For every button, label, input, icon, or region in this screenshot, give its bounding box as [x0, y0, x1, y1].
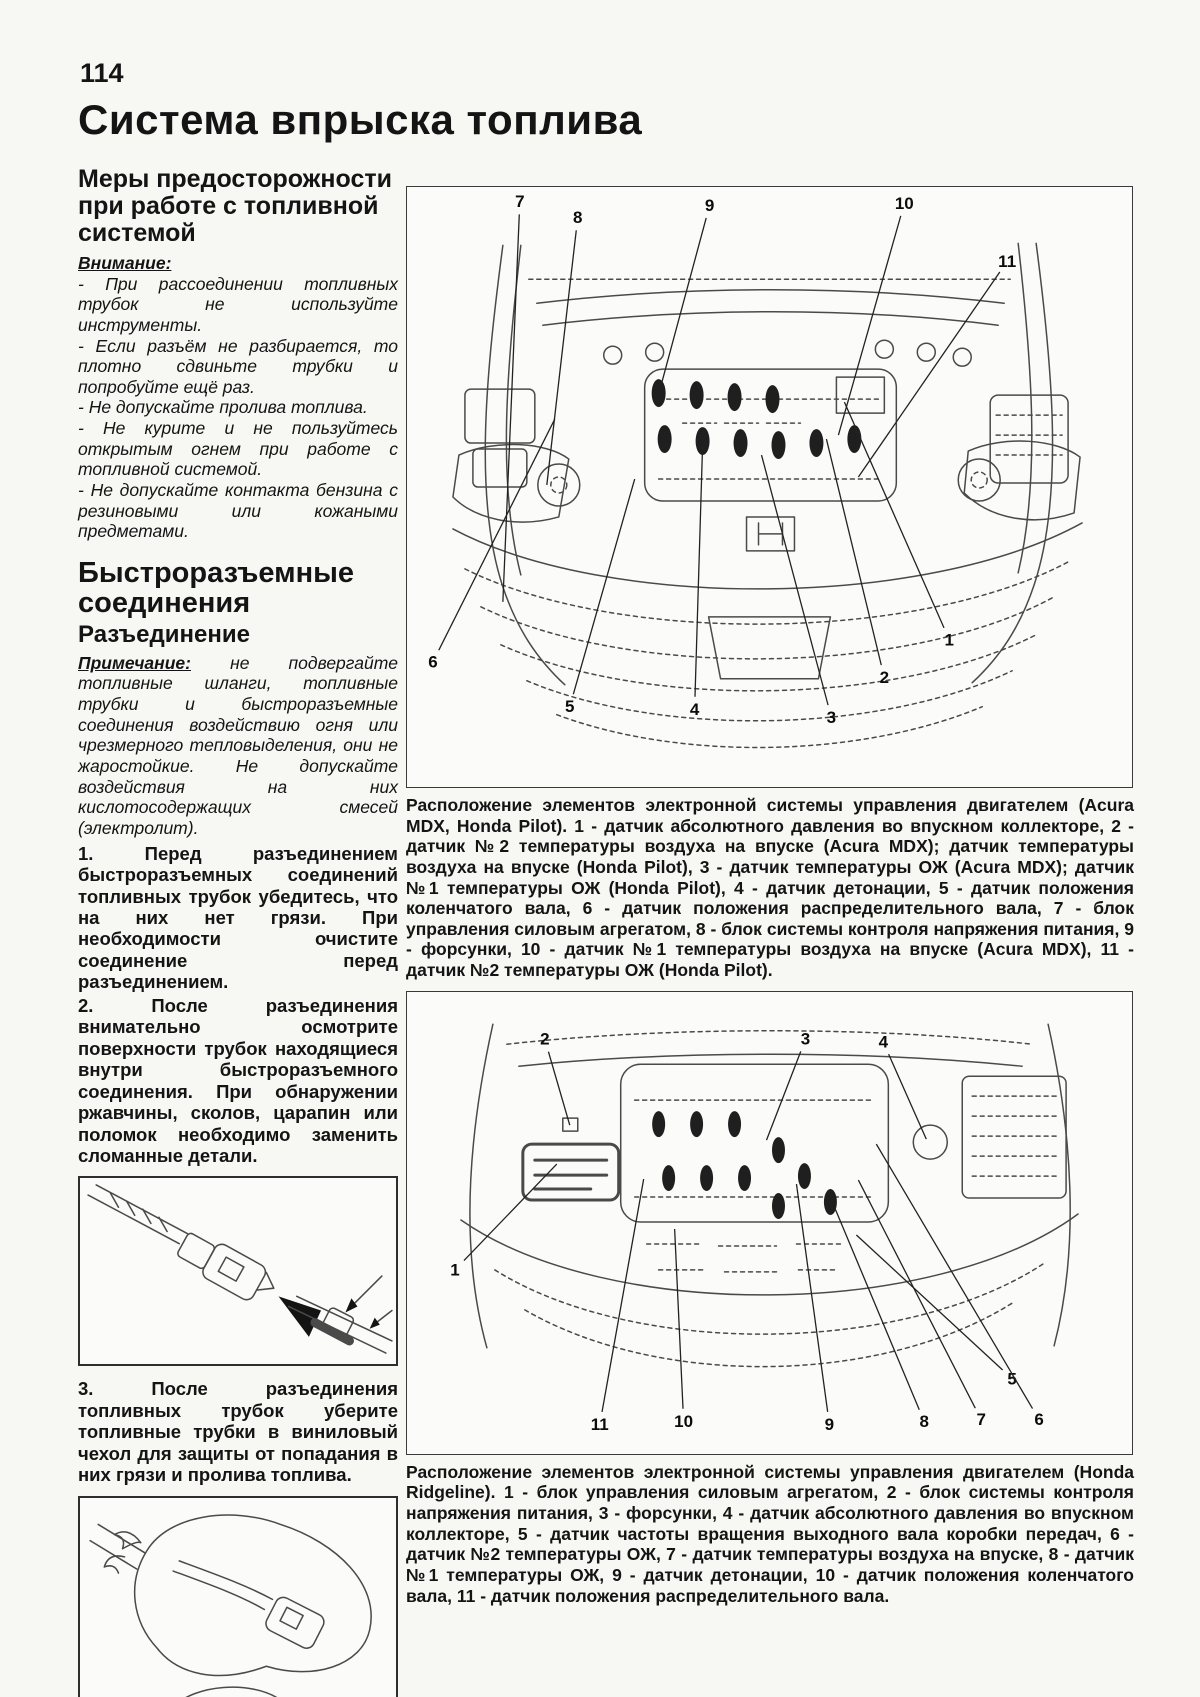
fuel-connector-illustration [87, 1184, 393, 1355]
callout-number-10: 10 [895, 194, 914, 213]
callout-leader-2 [825, 438, 882, 666]
engine-bay-drawing-ridgeline: 1 2 3 4 5 6 7 8 9 10 11 [450, 1023, 1079, 1434]
callout-leader-8 [833, 1206, 920, 1410]
figure-fuel-connector-disconnect [78, 1176, 398, 1367]
callout-leader-9 [795, 1183, 829, 1412]
callout-leader-4 [888, 1053, 927, 1140]
callout-number-7: 7 [515, 192, 524, 211]
step-3: 3. После разъединения топливных трубок у… [78, 1378, 398, 1486]
callout-number-6: 6 [1034, 1410, 1043, 1429]
caption-diagram2: Расположение элементов электронной систе… [406, 1461, 1134, 1606]
caption-diagram1: Расположение элементов электронной систе… [406, 795, 1134, 981]
callout-leader-1 [463, 1163, 558, 1261]
step-1: 1. Перед разъединением быстроразъемных с… [78, 842, 398, 993]
page-number: 114 [80, 58, 124, 88]
callout-leader-3 [760, 454, 829, 706]
callout-number-9: 9 [825, 1415, 834, 1434]
callout-number-3: 3 [801, 1030, 810, 1049]
step-2: 2. После разъединения внимательно осмотр… [78, 994, 398, 1166]
callout-number-5: 5 [1007, 1369, 1016, 1388]
callout-number-8: 8 [920, 1412, 929, 1431]
callout-leader-3 [765, 1050, 802, 1141]
callout-number-1: 1 [450, 1260, 459, 1279]
warning-item: - Не допускайте пролива топлива. [78, 397, 368, 418]
callout-leader-4 [694, 445, 704, 697]
disconnect-subheading: Разъединение [78, 620, 250, 648]
precautions-heading: Меры предосторожности при работе с топли… [78, 165, 392, 247]
diagram-engine-ridgeline: 1 2 3 4 5 6 7 8 9 10 11 [406, 990, 1133, 1455]
callout-leader-7 [857, 1179, 976, 1409]
note-par: Примечание: не подвергайте топливные шла… [78, 653, 398, 839]
warning-item: - Не допускайте контакта бензина с резин… [78, 480, 398, 542]
callout-leader-11 [857, 271, 1001, 478]
callout-number-2: 2 [540, 1030, 549, 1049]
callout-number-11: 11 [591, 1415, 609, 1434]
callout-number-11: 11 [998, 252, 1016, 271]
callout-leader-5 [855, 1234, 1004, 1371]
right-column: 1 2 3 4 5 6 7 8 9 10 11 Расположение элементов эле… [406, 186, 1134, 1606]
callout-leader-11 [601, 1178, 645, 1412]
figure-vinyl-covers [78, 1495, 398, 1697]
callout-number-1: 1 [945, 630, 954, 649]
callout-leader-5 [572, 478, 636, 695]
callout-leader-7 [502, 214, 520, 602]
note-text: не подвергайте топливные шланги, топливн… [78, 652, 398, 838]
callout-number-8: 8 [573, 208, 582, 227]
callout-number-3: 3 [827, 708, 836, 727]
callout-leader-9 [661, 217, 707, 384]
callout-leader-1 [843, 401, 945, 629]
callout-number-2: 2 [880, 668, 889, 687]
callout-leader-2 [547, 1051, 571, 1126]
callout-leader-10 [837, 215, 902, 436]
quick-connect-heading: Быстроразъемные соединения [78, 556, 355, 620]
vinyl-cover-illustration [89, 1514, 372, 1697]
callout-leader-10 [673, 1228, 684, 1409]
callout-leader-6 [875, 1143, 1034, 1409]
warning-label-par: Внимание: [78, 253, 398, 274]
callout-number-6: 6 [428, 652, 437, 671]
engine-bay-drawing-mdx-pilot: 1 2 3 4 5 6 7 8 9 10 11 [428, 192, 1083, 749]
warning-item: - Не курите и не пользуйтесь открытым ог… [78, 418, 398, 480]
callout-number-4: 4 [879, 1033, 889, 1052]
callout-number-10: 10 [674, 1412, 693, 1431]
callout-leader-6 [438, 418, 556, 651]
warning-item: - Если разъём не разбирается, то плотно … [78, 335, 398, 397]
warning-item: - При рассоединении топливных трубок не … [78, 273, 398, 335]
left-column: Меры предосторожности при работе с топли… [78, 166, 398, 1697]
diagram-engine-mdx-pilot: 1 2 3 4 5 6 7 8 9 10 11 [406, 186, 1133, 788]
callout-number-4: 4 [690, 700, 700, 719]
page-title: Система впрыска топлива [78, 96, 643, 143]
note-label: Примечание: [78, 652, 191, 673]
callout-number-9: 9 [705, 196, 714, 215]
callout-leader-8 [546, 230, 577, 486]
warning-label: Внимание: [78, 253, 172, 273]
callout-number-5: 5 [565, 697, 574, 716]
callout-number-7: 7 [976, 1410, 985, 1429]
